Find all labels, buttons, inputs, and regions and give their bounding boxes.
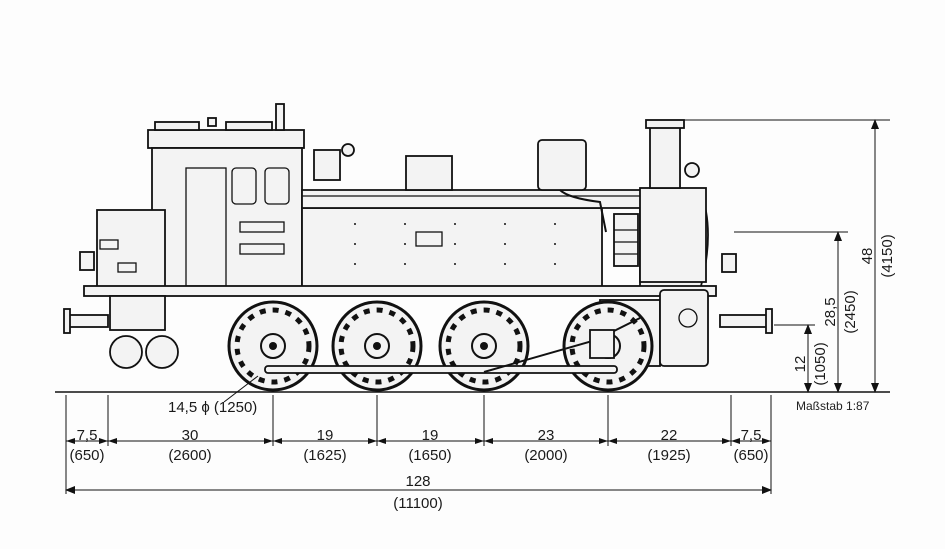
vertical-dimension-labels: 48 (4150) 28,5 (2450) 12 (1050)	[792, 234, 896, 385]
overall-length-top: 128	[405, 473, 430, 490]
height-top: 48	[859, 248, 876, 265]
driving-wheels	[227, 300, 654, 392]
height-bottom: (4150)	[879, 234, 896, 277]
coal-bunker	[96, 209, 166, 289]
chimney	[649, 123, 681, 189]
wheel	[438, 300, 530, 392]
dim-bottom: (650)	[69, 447, 104, 464]
dim-top: 7,5	[741, 427, 762, 444]
height-bottom: (2450)	[842, 290, 859, 333]
dim-bottom: (1650)	[408, 447, 451, 464]
dim-bottom: (650)	[733, 447, 768, 464]
height-bottom: (1050)	[812, 342, 829, 385]
wheel	[331, 300, 423, 392]
height-top: 12	[792, 356, 809, 373]
dim-bottom: (2600)	[168, 447, 211, 464]
sand-dome	[405, 155, 453, 191]
frame	[83, 285, 717, 297]
horizontal-dimension-labels: 7,5 (650) 30 (2600) 19 (1625) 19 (1650) …	[69, 427, 768, 464]
water-tank	[301, 207, 603, 289]
vertical-dimension-lines	[804, 119, 879, 393]
locomotive	[63, 103, 773, 392]
wheel-diameter-label: 14,5 ϕ (1250)	[168, 399, 257, 416]
dim-bottom: (1925)	[647, 447, 690, 464]
scale-label: Maßstab 1:87	[796, 399, 870, 413]
dim-top: 30	[182, 427, 199, 444]
wheel	[227, 300, 319, 392]
dim-bottom: (1625)	[303, 447, 346, 464]
cab-roof	[147, 129, 305, 149]
dim-top: 22	[661, 427, 678, 444]
coupling-rod	[264, 365, 618, 374]
height-top: 28,5	[822, 297, 839, 326]
cab	[151, 147, 303, 289]
dim-bottom: (2000)	[524, 447, 567, 464]
dim-top: 7,5	[77, 427, 98, 444]
extension-lines	[65, 119, 890, 494]
dim-arrows	[66, 438, 771, 444]
wheel-dim-leader	[223, 375, 259, 403]
overall-length-bottom: (11100)	[393, 495, 442, 512]
dim-top: 19	[317, 427, 334, 444]
dim-top: 19	[422, 427, 439, 444]
rivets	[354, 223, 556, 265]
dim-top: 23	[538, 427, 555, 444]
steam-dome	[537, 139, 587, 191]
